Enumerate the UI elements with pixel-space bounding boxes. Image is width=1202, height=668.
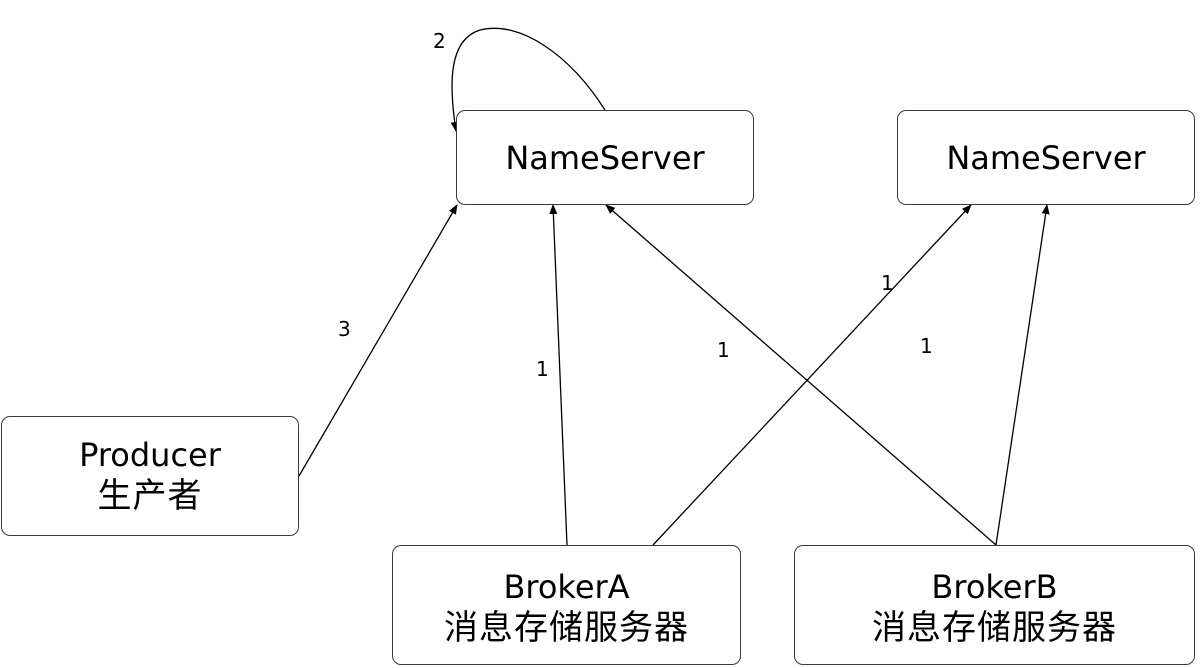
broker-b-label: BrokerB (931, 567, 1058, 606)
edge-label-brokerb-ns2: 1 (920, 334, 933, 358)
nameserver-node-2: NameServer (897, 110, 1195, 205)
broker-a-sublabel: 消息存储服务器 (444, 607, 689, 648)
edge-label-brokera-ns1: 1 (536, 357, 549, 381)
nameserver-node-1: NameServer (456, 110, 754, 205)
edge-label-producer: 3 (338, 317, 351, 341)
producer-node: Producer 生产者 (1, 416, 299, 536)
broker-b-node: BrokerB 消息存储服务器 (794, 545, 1195, 665)
edge-label-brokerb-ns1: 1 (717, 338, 730, 362)
edge-label-brokera-ns2: 1 (881, 271, 894, 295)
edge-brokera-to-nameserver-1 (549, 204, 568, 546)
broker-a-label: BrokerA (503, 567, 630, 606)
broker-a-node: BrokerA 消息存储服务器 (392, 545, 741, 665)
producer-sublabel: 生产者 (97, 475, 203, 516)
nameserver-2-label: NameServer (946, 138, 1146, 177)
broker-b-sublabel: 消息存储服务器 (872, 607, 1117, 648)
nameserver-1-label: NameServer (505, 138, 705, 177)
edge-brokerb-to-nameserver-2 (995, 204, 1050, 546)
edge-producer-to-nameserver (298, 204, 458, 477)
edge-brokera-to-nameserver-2 (652, 204, 972, 546)
edge-nameserver-self-loop (450, 27, 606, 132)
producer-label: Producer (79, 435, 221, 474)
edge-brokerb-to-nameserver-1 (605, 204, 997, 546)
edge-label-self-loop: 2 (433, 29, 446, 53)
